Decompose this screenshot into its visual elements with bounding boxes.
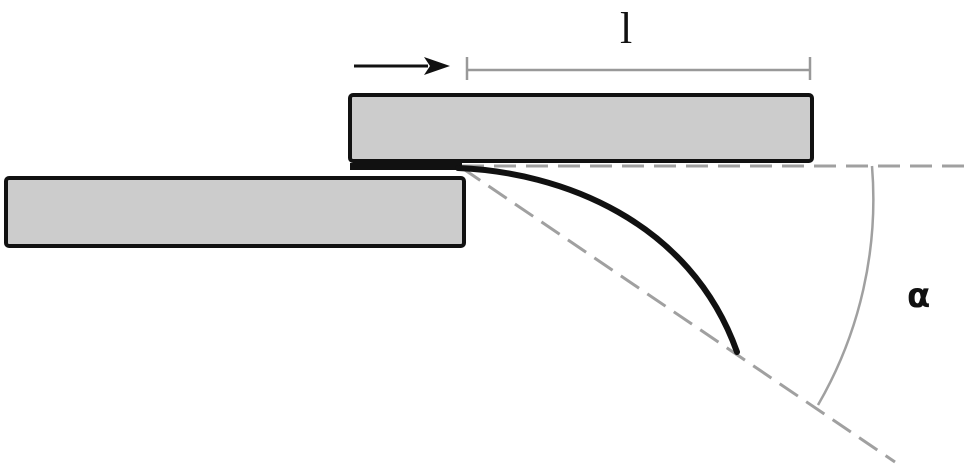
direction-arrow-icon bbox=[354, 57, 450, 75]
adhesive-strip bbox=[350, 163, 462, 170]
lower-plate bbox=[4, 176, 466, 248]
diagonal-dashed-line bbox=[461, 166, 896, 464]
upper-plate bbox=[348, 93, 814, 163]
length-label: l bbox=[620, 4, 632, 53]
angle-arc bbox=[816, 165, 875, 406]
bent-strip bbox=[455, 165, 740, 355]
angle-label: α bbox=[907, 276, 930, 316]
dimension-line bbox=[465, 57, 812, 80]
